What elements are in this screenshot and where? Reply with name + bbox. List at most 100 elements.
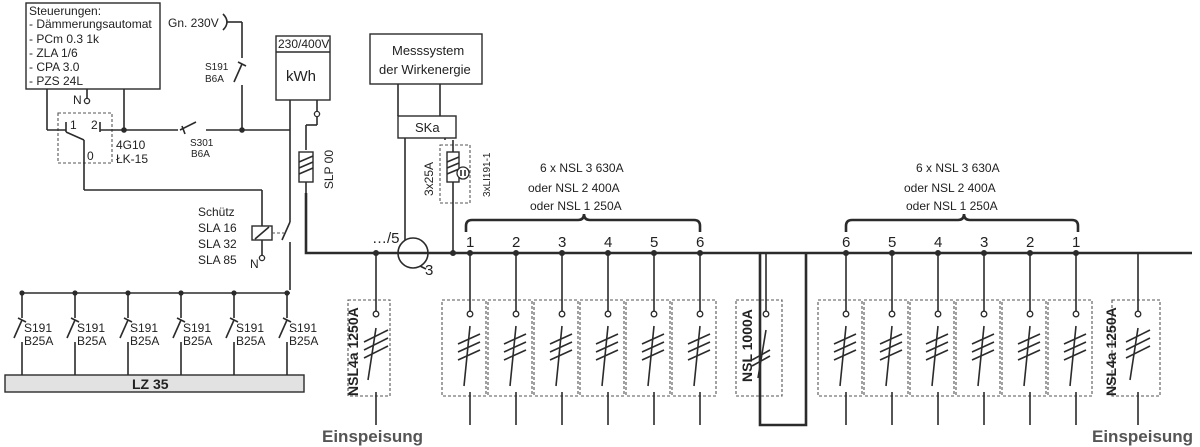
lk15-line1: 4G10 [116,138,146,152]
feeder-number: 5 [888,234,896,251]
control-item: - PZS 24L [29,74,83,88]
svg-text:6 x NSL 3 630A: 6 x NSL 3 630A [916,161,1000,175]
lighting-breaker-rating: B25A [24,334,53,348]
lighting-breaker-rating: B25A [289,334,318,348]
lighting-breaker-type: S191 [77,321,105,335]
svg-text:S191: S191 [205,62,229,73]
feeder-number: 6 [696,234,704,251]
svg-text:SLP 00: SLP 00 [322,150,336,189]
svg-text:B6A: B6A [191,149,210,160]
measuring-line1: Messsystem [392,43,464,58]
s301-b6a-breaker: S301 B6A [178,121,214,160]
svg-text:SLA 16: SLA 16 [198,221,237,235]
lighting-breaker-rating: B25A [130,334,159,348]
outgoing-feeder: 1 [441,234,487,425]
feeder-number: 6 [842,234,850,251]
svg-text:B6A: B6A [205,74,224,85]
svg-text:oder NSL 1 250A: oder NSL 1 250A [906,199,998,213]
feeder-number: 2 [1026,234,1034,251]
control-box: Steuerungen: - Dämmerungsautomat - PCm 0… [25,2,161,90]
lighting-breaker-type: S191 [183,321,211,335]
outgoing-feeder: 5 [863,234,909,425]
svg-text:oder NSL 2 400A: oder NSL 2 400A [528,181,620,195]
outgoing-feeder: 6 [671,234,717,425]
svg-text:N: N [250,257,259,271]
lighting-breaker-type: S191 [130,321,158,335]
feeder-right: NSL4a 1250A Einspeisung [1092,253,1193,446]
svg-text:3xLI191-1: 3xLI191-1 [482,152,493,197]
fuse-group-label-left: 6 x NSL 3 630A oder NSL 2 400A oder NSL … [464,161,702,232]
lk15-line2: ŁK-15 [116,152,148,166]
outgoing-feeder: 6 [817,234,863,425]
lighting-breakers: S191B25AS191B25AS191B25AS191B25AS191B25A… [13,290,318,375]
feeder-number: 3 [558,234,566,251]
feeder-number: 1 [1072,234,1080,251]
coupler-switch: NSL 1000A [735,253,783,397]
control-item: - PCm 0.3 1k [29,32,100,46]
svg-text:S301: S301 [190,138,214,149]
feeder-number: 4 [604,234,612,251]
outgoing-feeder: 2 [487,234,533,425]
feeder-left: NSL4a 1250A Einspeisung [322,253,423,446]
switch-pos-1: 1 [70,118,77,132]
feeder-number: 1 [466,234,474,251]
lz35-label: LZ 35 [132,376,169,392]
control-item: - CPA 3.0 [29,60,80,74]
kwh-meter: 230/400V kWh [275,35,331,101]
feeder-number: 4 [934,234,942,251]
measuring-system: Messsystem der Wirkenergie SKa [369,33,483,240]
lighting-breaker-rating: B25A [236,334,265,348]
control-item: - ZLA 1/6 [29,46,78,60]
slp00-fuse: SLP 00 [298,150,336,189]
neutral-terminal [83,97,91,105]
switch-pos-0: 0 [87,149,94,163]
outgoing-feeder: 5 [625,234,671,425]
svg-text:SLA 32: SLA 32 [198,237,237,251]
svg-text:…/5: …/5 [372,230,400,247]
outgoing-feeder: 3 [533,234,579,425]
feed-left-label: Einspeisung [322,427,423,446]
outgoing-feeder: 1 [1047,234,1093,425]
control-title: Steuerungen: [29,4,101,18]
outgoing-feeder: 4 [579,234,625,425]
feeder-number: 2 [512,234,520,251]
svg-text:Schütz: Schütz [198,205,235,219]
main-busbar [304,193,1192,255]
control-item: - Dämmerungsautomat [29,17,152,31]
feeder-number: 3 [980,234,988,251]
lighting-breaker-type: S191 [236,321,264,335]
current-transformer: …/5 3 [372,230,433,279]
contactor: Schütz SLA 16 SLA 32 SLA 85 N [198,130,291,290]
lighting-breaker-type: S191 [289,321,317,335]
lighting-breaker-rating: B25A [77,334,106,348]
supply-label: Gn. 230V [168,16,219,30]
outgoing-feeder: 4 [909,234,955,425]
fuse-group-label-right: 6 x NSL 3 630A oder NSL 2 400A oder NSL … [844,161,1080,232]
outgoing-feeder: 3 [955,234,1001,425]
svg-text:3x25A: 3x25A [422,162,436,196]
nsl4a-left-label: NSL4a 1250A [345,307,361,396]
lighting-breaker-type: S191 [24,321,52,335]
outgoing-feeder: 2 [1001,234,1047,425]
feeder-number: 5 [650,234,658,251]
svg-text:oder NSL 1 250A: oder NSL 1 250A [530,199,622,213]
neutral-label: N [73,93,82,107]
lighting-breaker-rating: B25A [183,334,212,348]
lz35-bar [4,374,305,393]
feed-right-label: Einspeisung [1092,427,1193,446]
ska-label: SKa [415,120,440,135]
switch-pos-2: 2 [91,118,98,132]
svg-text:SLA 85: SLA 85 [198,253,237,267]
svg-text:oder NSL 2 400A: oder NSL 2 400A [904,181,996,195]
selector-switch: 1 2 0 [57,112,113,164]
svg-text:3: 3 [425,262,433,279]
svg-text:6 x NSL 3 630A: 6 x NSL 3 630A [540,161,624,175]
ct-fuse: 3x25A 3xLI191-1 [422,140,493,253]
nsl1000-label: NSL 1000A [739,309,755,382]
s191-b6a-breaker: S191 B6A [205,61,247,130]
